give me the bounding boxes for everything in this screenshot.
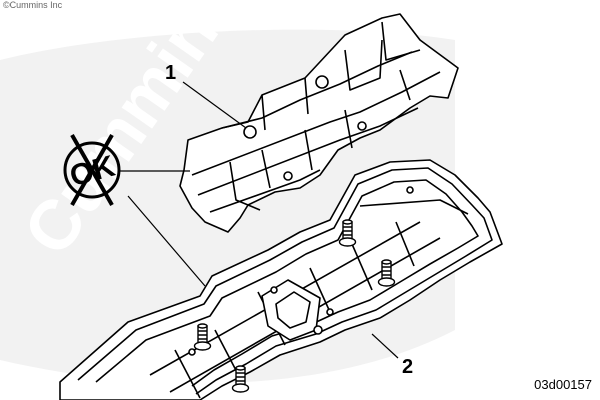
stud — [231, 365, 250, 393]
part-2-valve-cover — [59, 159, 503, 400]
leader-line-ok-bottom — [127, 195, 206, 287]
stud — [338, 219, 357, 247]
figure-id: 03d00157 — [534, 377, 592, 392]
callout-2: 2 — [402, 356, 414, 378]
stud — [193, 323, 212, 351]
leader-lines — [120, 81, 399, 359]
leader-line-1 — [182, 81, 247, 129]
callout-1: 1 — [165, 62, 177, 84]
leader-line-2 — [371, 333, 399, 359]
stud — [377, 259, 396, 287]
part-1-housing — [179, 13, 459, 233]
copyright-text: ©Cummins Inc — [3, 0, 63, 10]
studs — [193, 219, 396, 393]
